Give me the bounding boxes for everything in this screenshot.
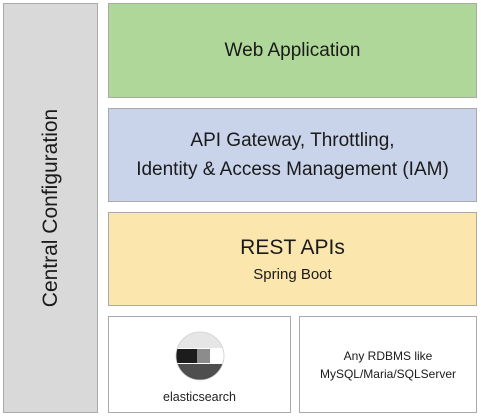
elasticsearch-logo-icon [175, 331, 224, 381]
web-application-layer: Web Application [108, 3, 477, 98]
api-gateway-label-line2: Identity & Access Management (IAM) [136, 159, 449, 180]
rest-apis-subtitle: Spring Boot [253, 265, 332, 283]
rdbms-box: Any RDBMS like MySQL/Maria/SQLServer [299, 316, 477, 413]
elasticsearch-wordmark: elasticsearch [163, 390, 236, 404]
central-configuration-panel: Central Configuration [3, 3, 98, 413]
api-gateway-label-line1: API Gateway, Throttling, [190, 130, 395, 151]
rest-apis-title: REST APIs [240, 235, 345, 259]
rdbms-label-line2: MySQL/Maria/SQLServer [319, 366, 457, 381]
api-gateway-layer: API Gateway, Throttling, Identity & Acce… [108, 108, 477, 202]
rest-apis-layer: REST APIs Spring Boot [108, 212, 477, 306]
rdbms-label-line1: Any RDBMS like [343, 348, 433, 363]
central-configuration-label: Central Configuration [38, 108, 62, 308]
elasticsearch-box: elasticsearch [108, 316, 291, 413]
web-application-label: Web Application [224, 39, 361, 61]
